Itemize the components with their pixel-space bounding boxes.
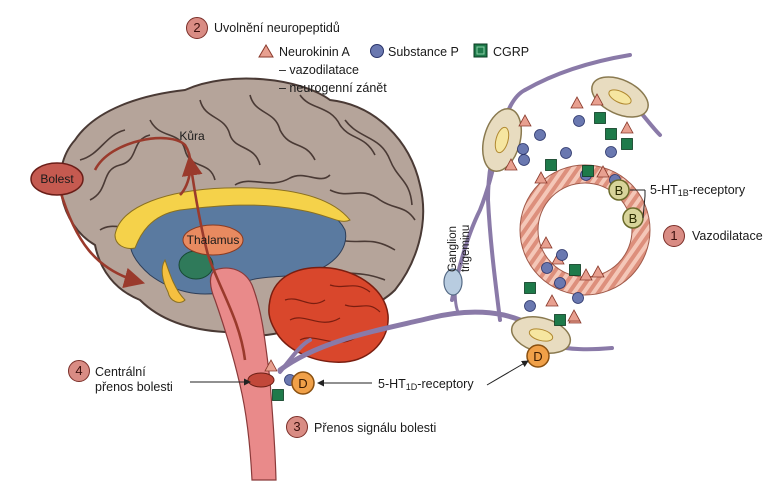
- step2-label: Uvolnění neuropeptidů: [214, 21, 340, 35]
- step1-label: Vazodilatace: [692, 229, 763, 243]
- cgrp-molecule: [582, 165, 594, 177]
- legend-cgrp-label: CGRP: [493, 45, 530, 59]
- legend-neurokinin-label: Neurokinin A: [279, 45, 350, 59]
- svg-text:D: D: [533, 349, 542, 364]
- cgrp-molecule: [569, 264, 581, 276]
- neurokinin-a-molecule: [539, 236, 553, 249]
- neurokinin-a-molecule: [567, 309, 581, 322]
- pain-pathway: [58, 136, 247, 361]
- cgrp-molecule: [545, 159, 557, 171]
- svg-text:B: B: [615, 183, 624, 198]
- corpus-callosum: [114, 187, 351, 249]
- receptor-b-2: B: [622, 207, 644, 229]
- neurokinin-a-molecule: [545, 294, 559, 307]
- pointers: [190, 189, 646, 387]
- svg-text:D: D: [298, 376, 307, 391]
- ganglion-shape: [443, 268, 463, 296]
- neurokinin-a-molecule: [590, 93, 604, 106]
- step4-label-line1: Centrální: [95, 365, 146, 379]
- substance-p-molecule: [573, 115, 585, 127]
- receptor-1b-label: 5-HT1B-receptory: [650, 183, 746, 198]
- svg-text:trigeminu: trigeminu: [460, 225, 472, 272]
- neurokinin-a-molecule: [264, 359, 278, 372]
- legend-substance-p-icon: [370, 44, 384, 58]
- trigeminal-nucleus: [247, 372, 275, 388]
- ganglion-label: Ganglion trigeminu: [447, 225, 472, 272]
- cgrp-molecule: [621, 138, 633, 150]
- svg-text:Ganglion: Ganglion: [447, 226, 459, 272]
- cgrp-molecule: [605, 128, 617, 140]
- neurokinin-a-molecule: [518, 114, 532, 127]
- thalamus-label: Thalamus: [187, 233, 240, 247]
- neurokinin-a-molecule: [504, 158, 518, 171]
- step4-label-line2: přenos bolesti: [95, 380, 173, 394]
- substance-p-molecule: [524, 300, 536, 312]
- neurokinin-a-molecule: [579, 268, 593, 281]
- legend-effect-vazodilatace: – vazodilatace: [279, 63, 359, 77]
- substance-p-molecule: [605, 146, 617, 158]
- neurokinin-a-molecule: [620, 121, 634, 134]
- step1-badge: 1: [663, 225, 685, 247]
- neurokinin-a-molecule: [570, 96, 584, 109]
- step4-badge: 4: [68, 360, 90, 382]
- legend-neurokinin-icon: [258, 44, 274, 58]
- legend-substance-p-label: Substance P: [388, 45, 459, 59]
- brain: [59, 77, 425, 481]
- neurokinin-a-molecule: [591, 265, 605, 278]
- neurons: [481, 76, 649, 354]
- fornix: [161, 258, 186, 303]
- substance-p-molecule: [518, 154, 530, 166]
- step3-badge: 3: [286, 416, 308, 438]
- step2-badge: 2: [186, 17, 208, 39]
- substance-p-molecule: [541, 262, 553, 274]
- kura-label: Kůra: [179, 129, 205, 143]
- substance-p-molecule: [572, 292, 584, 304]
- substance-p-molecule: [534, 129, 546, 141]
- cgrp-molecule: [272, 389, 284, 401]
- neurokinin-a-molecule: [596, 165, 610, 178]
- cerebellum: [268, 266, 389, 363]
- receptor-b-1: B: [608, 179, 630, 201]
- substance-p-molecule: [554, 277, 566, 289]
- legend-cgrp-icon: [473, 43, 488, 58]
- substance-p-molecule: [560, 147, 572, 159]
- legend-symbols: [258, 43, 488, 58]
- svg-text:Bolest: Bolest: [40, 172, 74, 186]
- receptor-d-1: D: [291, 371, 315, 395]
- cgrp-molecule: [524, 282, 536, 294]
- receptor-d-2: D: [526, 344, 550, 368]
- neurokinin-a-molecule: [534, 171, 548, 184]
- substance-p-molecule: [517, 143, 529, 155]
- cerebellum-folia: [284, 284, 381, 343]
- receptor-1d-label: 5-HT1D-receptory: [378, 377, 474, 392]
- thalamus-shape: [182, 224, 244, 256]
- cgrp-molecule: [554, 314, 566, 326]
- svg-text:B: B: [629, 211, 638, 226]
- substance-p-molecule: [556, 249, 568, 261]
- cgrp-molecule: [594, 112, 606, 124]
- brainstem: [209, 267, 277, 481]
- step3-label: Přenos signálu bolesti: [314, 421, 437, 435]
- bolest-badge: Bolest: [30, 162, 84, 196]
- legend-effect-zanet: – neurogenní zánět: [279, 81, 387, 95]
